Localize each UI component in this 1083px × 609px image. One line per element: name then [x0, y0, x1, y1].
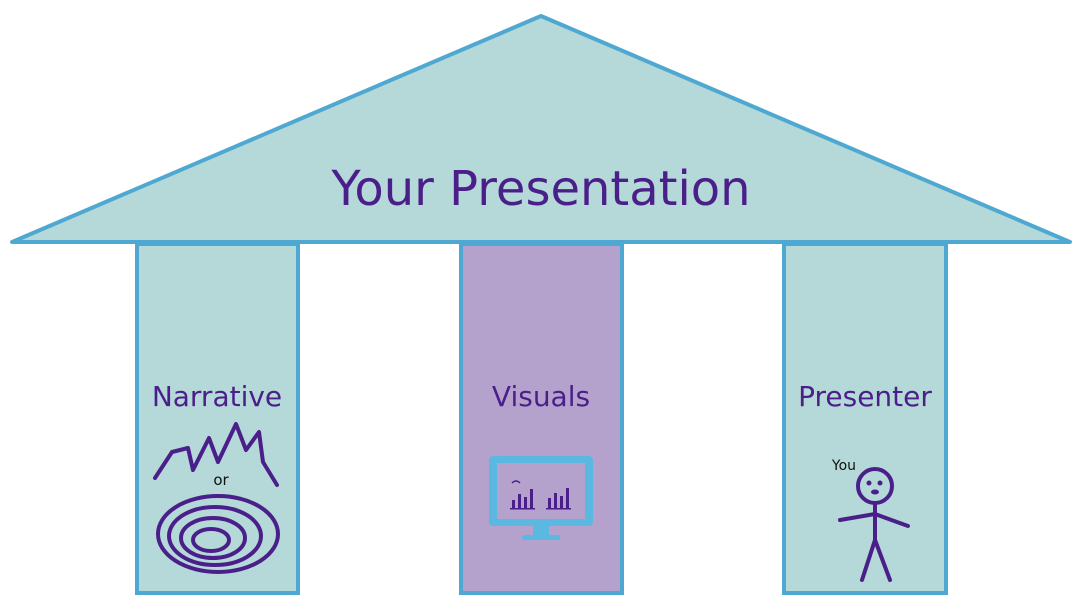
- pillar-presenter: [782, 242, 948, 595]
- bar-chart-icon-right: [546, 488, 571, 510]
- stick-figure-face-icon: [866, 480, 883, 495]
- presenter-caption: You: [831, 458, 856, 474]
- pillar-presenter-label: Presenter: [798, 380, 932, 413]
- spiral-narrative-icon: [156, 494, 280, 574]
- bar-chart-icon-left: [510, 480, 535, 510]
- pillar-narrative: [135, 242, 300, 595]
- pillar-narrative-label: Narrative: [152, 380, 282, 413]
- pillar-visuals-label: Visuals: [492, 380, 590, 413]
- stick-figure-icon: [838, 467, 910, 582]
- roof-title: Your Presentation: [330, 161, 750, 217]
- pillar-visuals: [459, 242, 624, 595]
- narrative-connector-text: or: [213, 471, 229, 489]
- zigzag-narrative-icon: [153, 422, 279, 487]
